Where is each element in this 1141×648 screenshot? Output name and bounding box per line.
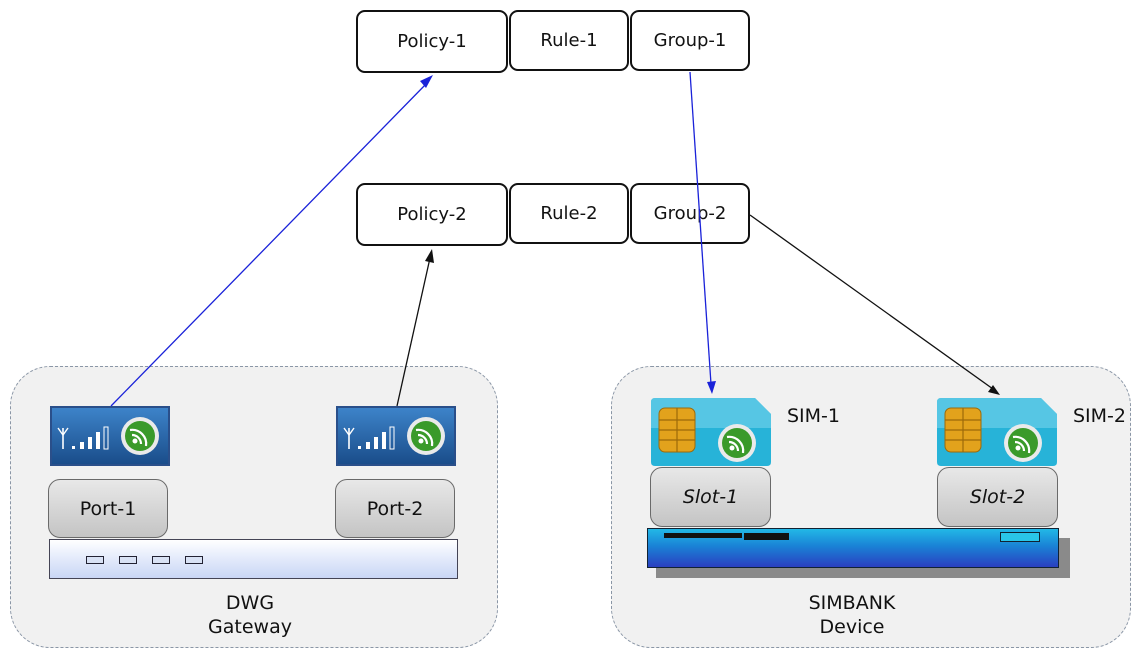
simbank-indicator [1000, 532, 1040, 542]
port-2-modem [336, 406, 456, 466]
sim-chip-icon [944, 407, 982, 453]
sim-chip-icon [658, 407, 696, 453]
wifi-badge-icon [407, 417, 445, 455]
gateway-label-line2: Gateway [208, 616, 292, 638]
signal-bars-icon [57, 426, 109, 450]
gateway-led [86, 556, 104, 564]
sim-1-card [651, 398, 771, 466]
gateway-led [152, 556, 170, 564]
rule-2-box[interactable]: Rule-2 [509, 183, 629, 244]
port-1-button[interactable]: Port-1 [48, 479, 168, 538]
modem-2-graphic [343, 417, 445, 455]
wifi-badge-icon [121, 417, 159, 455]
policy-1-box[interactable]: Policy-1 [356, 10, 508, 73]
port-1-modem [50, 406, 170, 466]
simbank-label-line1: SIMBANK [808, 592, 896, 614]
rule-1-box[interactable]: Rule-1 [509, 10, 629, 71]
simbank-label-line2: Device [819, 616, 885, 638]
gateway-label: DWG Gateway [150, 591, 350, 639]
wifi-badge-icon [718, 424, 756, 462]
gateway-label-line1: DWG [225, 592, 275, 614]
gateway-chassis [49, 539, 458, 579]
policy-2-box[interactable]: Policy-2 [356, 183, 508, 246]
sim-2-label: SIM-2 [1073, 405, 1127, 427]
wifi-badge-icon [1004, 424, 1042, 462]
sim-1-label: SIM-1 [787, 405, 841, 427]
sim-2-card [937, 398, 1057, 466]
gateway-led [185, 556, 203, 564]
port-2-button[interactable]: Port-2 [335, 479, 455, 538]
slot-2-button[interactable]: Slot-2 [937, 467, 1058, 527]
modem-1-graphic [57, 417, 159, 455]
group-1-box[interactable]: Group-1 [630, 10, 750, 71]
slot-1-button[interactable]: Slot-1 [650, 467, 771, 527]
simbank-slot-strip [664, 533, 742, 538]
gateway-led [119, 556, 137, 564]
group-2-box[interactable]: Group-2 [630, 183, 750, 244]
simbank-slot-strip [744, 533, 789, 540]
signal-bars-icon [343, 426, 395, 450]
simbank-label: SIMBANK Device [752, 591, 952, 639]
simbank-chassis [647, 528, 1059, 568]
